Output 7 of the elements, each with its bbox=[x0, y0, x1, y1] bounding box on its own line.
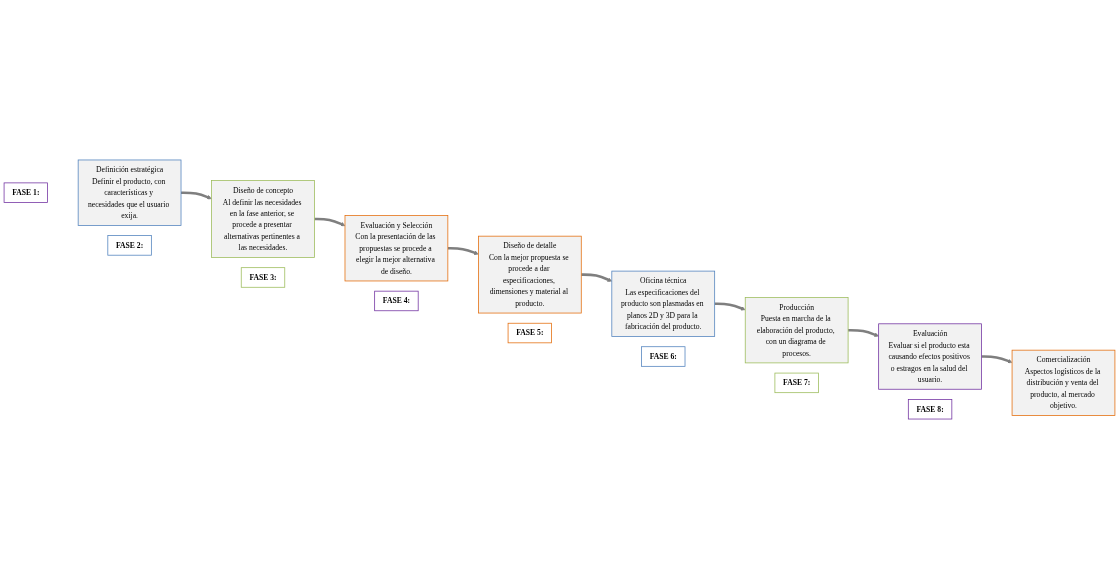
arrow bbox=[447, 246, 479, 255]
arrow bbox=[848, 328, 879, 337]
arrow bbox=[581, 273, 612, 282]
arrow bbox=[981, 355, 1013, 364]
arrow bbox=[714, 302, 746, 311]
arrow bbox=[314, 217, 346, 227]
arrow bbox=[181, 191, 212, 200]
